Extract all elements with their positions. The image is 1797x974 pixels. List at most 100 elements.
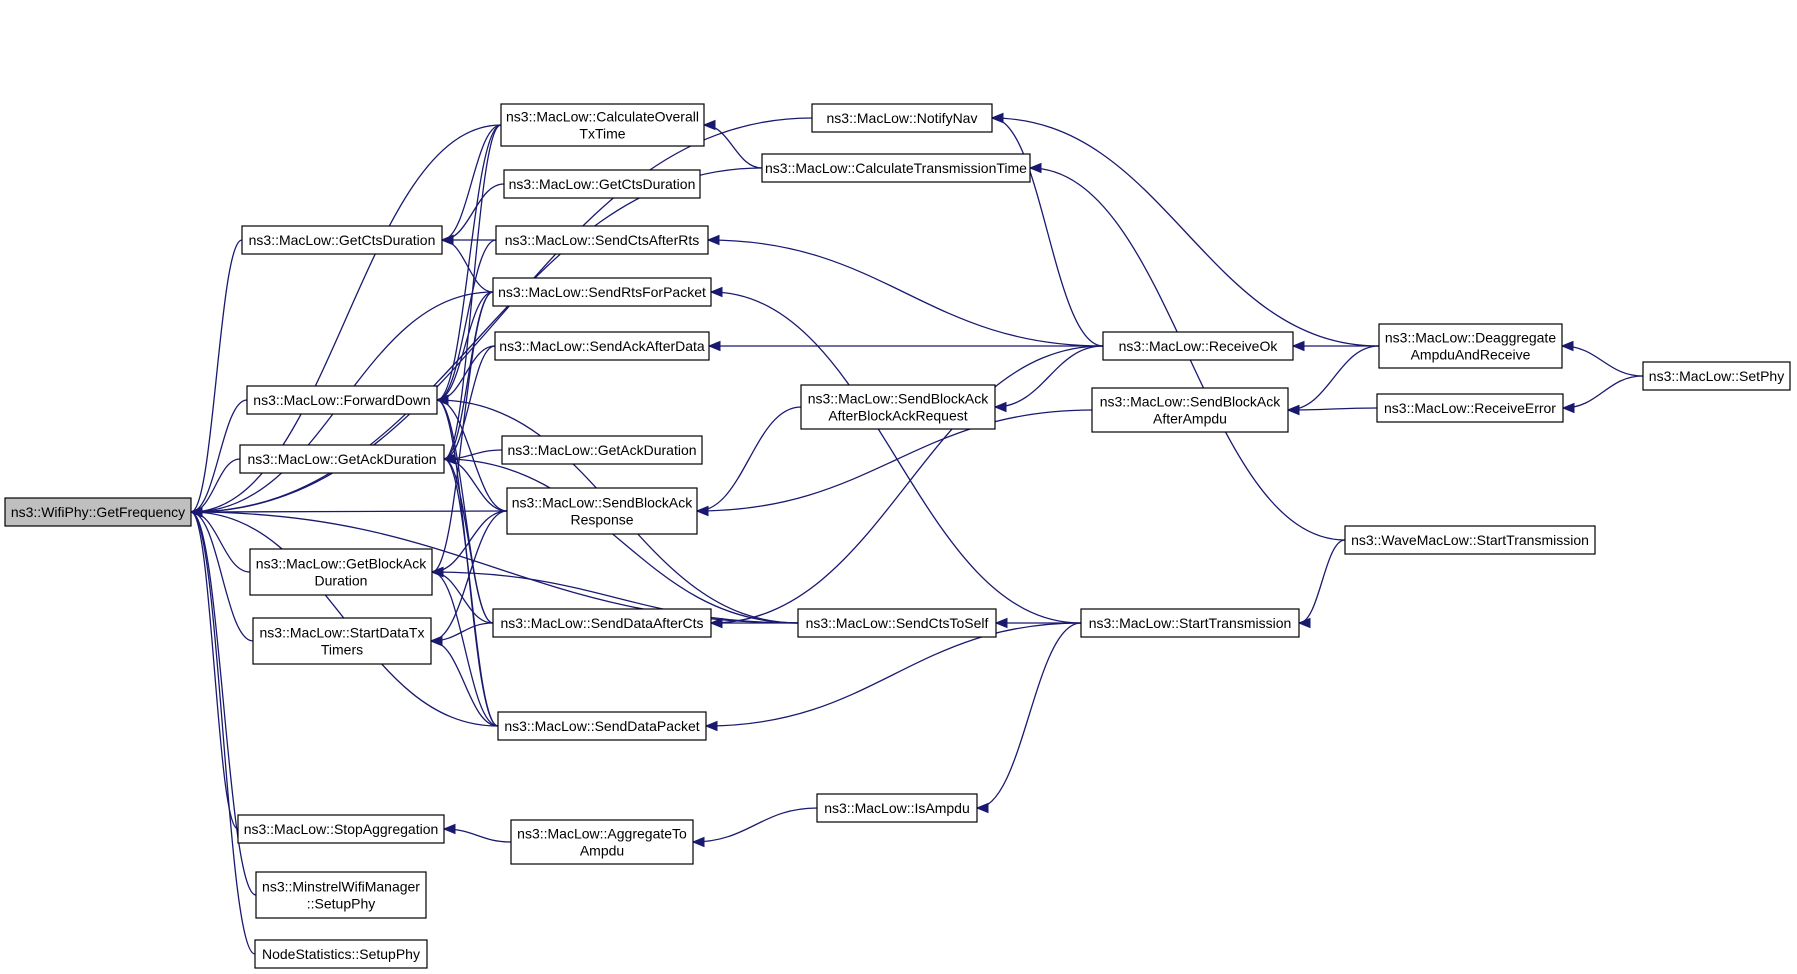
edge-sendrts-to-fwddown (436, 291, 494, 401)
node-minstrel[interactable]: ns3::MinstrelWifiManager::SetupPhy (255, 871, 427, 919)
node-box (254, 939, 428, 969)
edge-calcover-to-getfreq (190, 124, 502, 513)
edge-startdtx-to-getfreq (190, 511, 254, 642)
edge-calctrans-to-calcover (703, 124, 763, 169)
node-label: ns3::MacLow::NotifyNav (827, 110, 978, 126)
node-label: ns3::MacLow::SendRtsForPacket (498, 284, 706, 300)
edge-senddatacts-to-getba (431, 571, 494, 624)
node-setphy[interactable]: ns3::MacLow::SetPhy (1642, 361, 1791, 391)
node-sendctsself[interactable]: ns3::MacLow::SendCtsToSelf (797, 608, 997, 638)
node-sendbabar[interactable]: ns3::MacLow::SendBlockAckAfterBlockAckRe… (800, 384, 996, 430)
arrowhead-starttrans-to-isampdu (975, 802, 989, 814)
node-box (497, 711, 707, 741)
node-box (1102, 331, 1294, 361)
edge-receiveok-to-sendbabar (994, 345, 1104, 408)
edge-sendbaresp-to-getfreq (190, 510, 508, 513)
node-wavestart[interactable]: ns3::WaveMacLow::StartTransmission (1344, 525, 1596, 555)
node-sendrts[interactable]: ns3::MacLow::SendRtsForPacket (492, 277, 712, 307)
node-box (503, 169, 701, 199)
node-box (255, 871, 427, 919)
arrowhead-sendctsself-to-getack (442, 453, 456, 465)
node-label: TxTime (579, 126, 625, 142)
node-label: ns3::MacLow::GetAckDuration (507, 442, 696, 458)
edge-sendrts-to-getcts (441, 239, 494, 293)
node-label: ns3::MacLow::GetAckDuration (247, 451, 436, 467)
node-box (797, 608, 997, 638)
edge-sendbabar-to-sendbaresp (696, 406, 802, 512)
node-receiveok[interactable]: ns3::MacLow::ReceiveOk (1102, 331, 1294, 361)
node-box (252, 617, 432, 665)
node-label: ns3::MacLow::CalculateTransmissionTime (765, 160, 1027, 176)
node-getack[interactable]: ns3::MacLow::GetAckDuration (239, 444, 445, 474)
node-getcts[interactable]: ns3::MacLow::GetCtsDuration (241, 225, 443, 255)
edge-senddatapkt-to-startdtx (430, 640, 499, 727)
edge-senddatapkt-to-getack (443, 458, 499, 727)
node-box (1091, 387, 1289, 433)
node-sendctsrts[interactable]: ns3::MacLow::SendCtsAfterRts (495, 225, 709, 255)
arrowhead-calctrans-to-calcover (702, 119, 716, 131)
node-label: AfterAmpdu (1153, 411, 1227, 427)
edge-deagg-to-notifynav (991, 117, 1380, 347)
arrowhead-sendrts-to-getcts (440, 234, 454, 246)
arrowhead-receiveok-to-sendack (707, 340, 721, 352)
arrowhead-sendbaampdu-to-sendbaresp (695, 505, 709, 517)
node-label: Timers (321, 642, 363, 658)
node-sendack[interactable]: ns3::MacLow::SendAckAfterData (494, 331, 710, 361)
node-label: ns3::MacLow::StartTransmission (1089, 615, 1292, 631)
node-label: ns3::MacLow::Deaggregate (1385, 330, 1556, 346)
edge-receiveok-to-notifynav (991, 117, 1104, 347)
node-label: ns3::MacLow::SendDataAfterCts (500, 615, 703, 631)
node-recerr[interactable]: ns3::MacLow::ReceiveError (1376, 393, 1564, 423)
node-label: ns3::MacLow::ReceiveError (1384, 400, 1556, 416)
node-box (1080, 608, 1300, 638)
node-box (1642, 361, 1791, 391)
edge-minstrel-to-getfreq (190, 511, 257, 896)
edge-sendctsself-to-getack (443, 458, 799, 624)
edge-sendbaresp-to-startdtx (430, 510, 508, 642)
node-label: Response (570, 512, 633, 528)
node-getfreq[interactable]: ns3::WifiPhy::GetFrequency (4, 497, 192, 527)
node-box (239, 444, 445, 474)
edge-sendctsrts-to-fwddown (436, 239, 497, 401)
edge-sendrts-to-getba (431, 291, 494, 573)
edge-calcover-to-getcts (441, 124, 502, 241)
node-getack2[interactable]: ns3::MacLow::GetAckDuration (501, 435, 703, 465)
node-senddatapkt[interactable]: ns3::MacLow::SendDataPacket (497, 711, 707, 741)
node-stopagg[interactable]: ns3::MacLow::StopAggregation (237, 814, 445, 844)
node-box (495, 225, 709, 255)
node-starttrans[interactable]: ns3::MacLow::StartTransmission (1080, 608, 1300, 638)
node-label: ns3::MinstrelWifiManager (262, 879, 420, 895)
node-box (1376, 393, 1564, 423)
node-isampdu[interactable]: ns3::MacLow::IsAmpdu (816, 793, 978, 823)
node-notifynav[interactable]: ns3::MacLow::NotifyNav (811, 103, 993, 133)
arrowhead-recerr-to-sendbaampdu (1286, 404, 1300, 416)
arrowhead-receiveok-to-sendctsrts (706, 234, 720, 246)
node-nodestats[interactable]: NodeStatistics::SetupPhy (254, 939, 428, 969)
node-fwddown[interactable]: ns3::MacLow::ForwardDown (246, 385, 438, 415)
node-box (241, 225, 443, 255)
node-label: ns3::MacLow::SendDataPacket (504, 718, 699, 734)
node-box (501, 435, 703, 465)
node-senddatacts[interactable]: ns3::MacLow::SendDataAfterCts (492, 608, 712, 638)
node-label: Ampdu (580, 843, 624, 859)
arrowhead-starttrans-to-sendctsself (994, 617, 1008, 629)
node-label: AfterBlockAckRequest (828, 408, 967, 424)
arrowhead-receiveok-to-sendbabar (993, 401, 1007, 413)
edge-calcover-to-getack (443, 124, 502, 460)
node-label: AmpduAndReceive (1411, 347, 1531, 363)
arrowhead-deagg-to-receiveok (1291, 340, 1305, 352)
node-box (249, 548, 433, 596)
node-calctrans[interactable]: ns3::MacLow::CalculateTransmissionTime (761, 153, 1031, 183)
node-getcts2[interactable]: ns3::MacLow::GetCtsDuration (503, 169, 701, 199)
arrowhead-isampdu-to-aggto (691, 836, 705, 848)
node-label: ns3::MacLow::SendBlockAck (808, 391, 990, 407)
node-label: ns3::MacLow::ReceiveOk (1119, 338, 1279, 354)
